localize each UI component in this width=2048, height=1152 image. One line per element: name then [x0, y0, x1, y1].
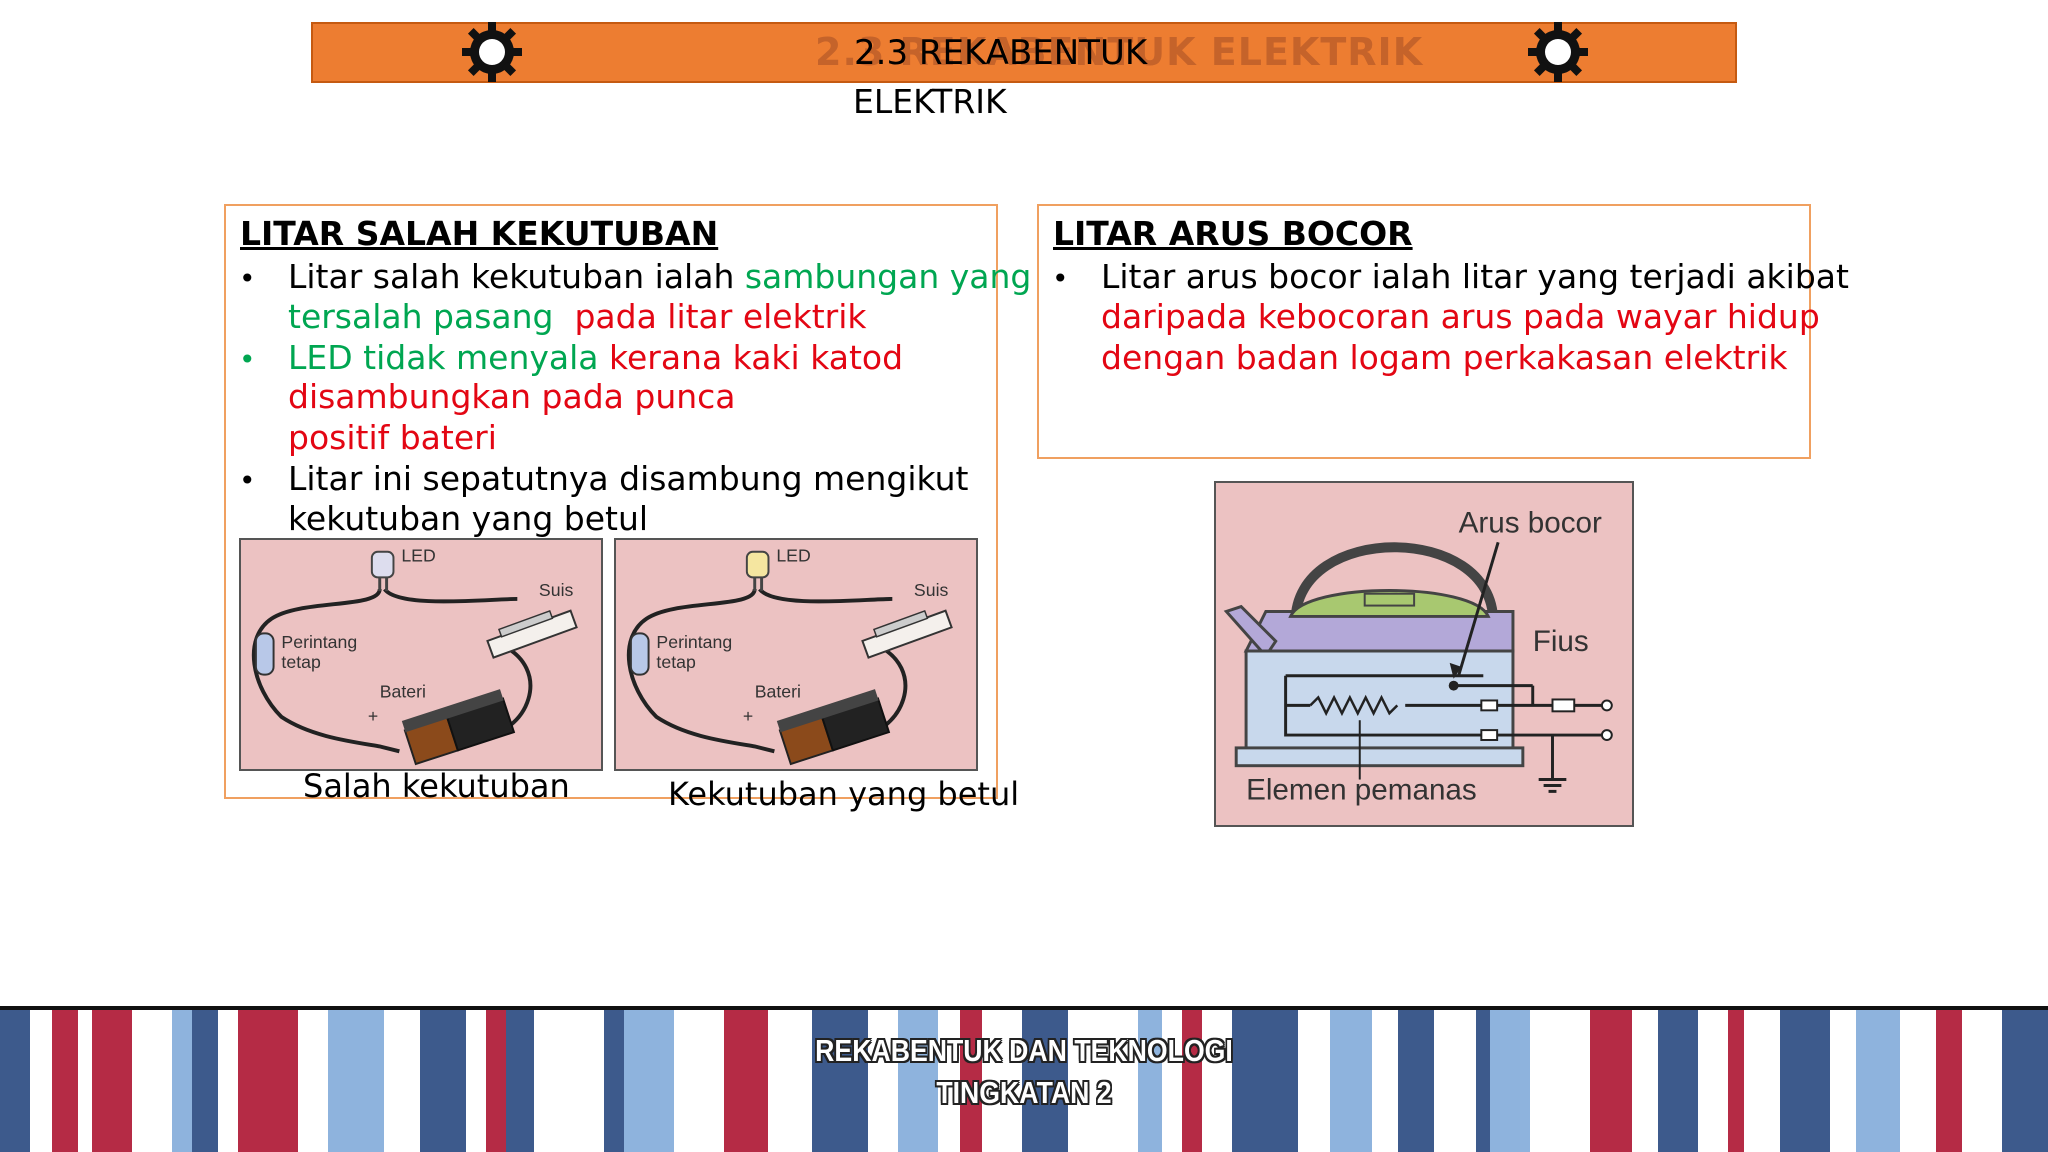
label-bateri: Bateri [755, 681, 801, 701]
label-elemen-pemanas: Elemen pemanas [1246, 773, 1477, 806]
circuit-figure-wrong-polarity: LED Suis Perintang tetap Bateri + [239, 538, 603, 771]
right-bullet-1-line3: dengan badan logam perkakasan elektrik [1101, 338, 1788, 377]
bullet-icon: • [239, 343, 256, 376]
left-panel-heading: LITAR SALAH KEKUTUBAN [240, 214, 719, 253]
label-suis: Suis [539, 580, 574, 600]
title-bar [311, 22, 1737, 83]
left-bullet-2-line1: LED tidak menyala kerana kaki katod [288, 338, 903, 378]
kettle-leakage-figure: Arus bocor Fius Elemen pemanas [1214, 481, 1634, 827]
gear-icon [462, 22, 522, 82]
figure-caption: Salah kekutuban [303, 767, 570, 805]
left-bullet-1-line1: Litar salah kekutuban ialah sambungan ya… [288, 257, 1031, 297]
label-arus-bocor: Arus bocor [1459, 506, 1602, 539]
left-bullet-3-line1: Litar ini sepatutnya disambung mengikut [288, 459, 969, 498]
left-bullet-2-line2: disambungkan pada punca [288, 377, 736, 416]
label-plus: + [368, 706, 378, 726]
footer-banner [0, 1006, 2048, 1152]
label-suis: Suis [914, 580, 949, 600]
left-panel [224, 204, 998, 799]
page-title-line2: ELEKTRIK [853, 82, 1007, 121]
bullet-icon: • [1052, 262, 1069, 295]
text-red: kerana kaki katod [609, 338, 904, 377]
text-red: pada litar elektrik [574, 297, 867, 336]
bullet-icon: • [239, 262, 256, 295]
text-green: tersalah pasang [288, 297, 554, 336]
label-tetap: tetap [656, 652, 696, 672]
right-bullet-1-line2: daripada kebocoran arus pada wayar hidup [1101, 297, 1820, 336]
gear-icon [1528, 22, 1588, 82]
right-panel [1037, 204, 1811, 459]
label-tetap: tetap [281, 652, 321, 672]
right-panel-heading: LITAR ARUS BOCOR [1053, 214, 1413, 253]
page-title: 2.3 REKABENTUK [854, 33, 1148, 73]
left-bullet-2-line3: positif bateri [288, 418, 497, 457]
title-ghost-text: 2.3 REKABENTUK ELEKTRIK [815, 30, 1424, 74]
left-bullet-1-line2: tersalah pasang pada litar elektrik [288, 297, 867, 337]
circuit-figure-correct-polarity: LED Suis Perintang tetap Bateri + [614, 538, 978, 771]
label-bateri: Bateri [380, 681, 426, 701]
bullet-icon: • [239, 464, 256, 497]
label-plus: + [743, 706, 753, 726]
figure-caption: Kekutuban yang betul [668, 775, 1020, 813]
text-green: sambungan yang [744, 257, 1032, 296]
label-led: LED [776, 546, 810, 566]
footer-title: REKABENTUK DAN TEKNOLOGI TINGKATAN 2 [143, 1030, 1904, 1114]
footer-title-line2: TINGKATAN 2 [936, 1075, 1112, 1110]
label-led: LED [401, 546, 435, 566]
footer-title-line1: REKABENTUK DAN TEKNOLOGI [815, 1033, 1233, 1068]
left-bullet-3-line2: kekutuban yang betul [288, 499, 649, 538]
label-perintang: Perintang [281, 632, 357, 652]
label-fius: Fius [1533, 625, 1589, 658]
text-green: LED tidak menyala [288, 338, 610, 377]
text-black: Litar salah kekutuban ialah [288, 257, 745, 296]
label-perintang: Perintang [656, 632, 732, 652]
right-bullet-1-line1: Litar arus bocor ialah litar yang terjad… [1101, 257, 1849, 296]
